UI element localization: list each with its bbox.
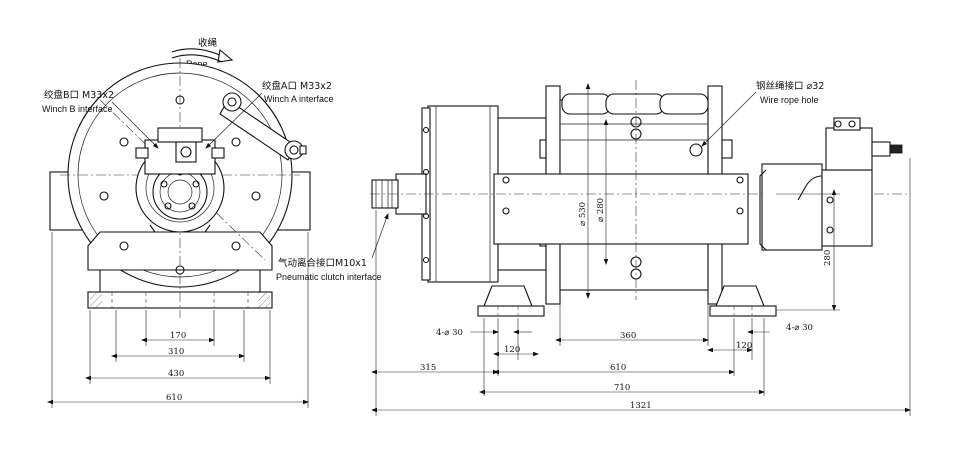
dim-120-left: 120: [504, 345, 520, 355]
dim-610-front: 610: [166, 393, 182, 403]
winch-a-label-en: Winch A interface: [264, 94, 334, 104]
front-dimensions: 170 310 430 610: [47, 232, 309, 408]
wire-rope-label-cn: 钢丝绳接口 ⌀32: [756, 80, 824, 92]
dim-610-side: 610: [610, 363, 626, 373]
dim-170: 170: [170, 331, 186, 341]
pneumatic-label-en: Pneumatic clutch interface: [276, 272, 382, 282]
pneumatic-label-cn: 气动离合接口M10x1: [278, 257, 367, 269]
dim-holes-right: 4-⌀ 30: [786, 323, 813, 333]
winch-b-label-en: Winch B interface: [42, 104, 113, 114]
valve-block: [825, 127, 873, 171]
dim-710: 710: [614, 383, 630, 393]
front-view: 收绳 Rope: [42, 37, 334, 408]
dim-310: 310: [168, 347, 184, 357]
right-foot: [715, 285, 765, 307]
wire-rope-hole: [689, 143, 703, 157]
side-dimensions: 4-⌀ 30 120 360 4-⌀ 30 120 315 610 710: [371, 158, 911, 416]
dim-360: 360: [620, 331, 636, 341]
dim-height-280: 280: [823, 250, 833, 266]
rope-label-cn: 收绳: [198, 37, 218, 49]
wire-rope-label-en: Wire rope hole: [760, 95, 819, 105]
winch-b-label-cn: 绞盘B口 M33x2: [44, 89, 114, 101]
side-view: 钢丝绳接口 ⌀32 Wire rope hole 气动离合接口M10x1 Pne…: [276, 80, 911, 416]
brake-housing: [761, 163, 823, 251]
dim-dia-530: ⌀ 530: [578, 202, 588, 226]
dim-315: 315: [420, 363, 436, 373]
rope-direction-arrow: [171, 48, 234, 63]
brake-arm: [219, 92, 307, 161]
dim-holes-left: 4-⌀ 30: [436, 328, 463, 338]
winch-a-label-cn: 绞盘A口 M33x2: [262, 80, 332, 92]
left-foot: [483, 285, 533, 307]
dim-dia-280: ⌀ 280: [596, 198, 606, 222]
dim-120-right: 120: [736, 341, 752, 351]
dim-1321: 1321: [630, 401, 652, 411]
gearbox-bolts: [422, 126, 430, 264]
dim-430: 430: [168, 369, 184, 379]
tie-bar: [493, 173, 749, 245]
